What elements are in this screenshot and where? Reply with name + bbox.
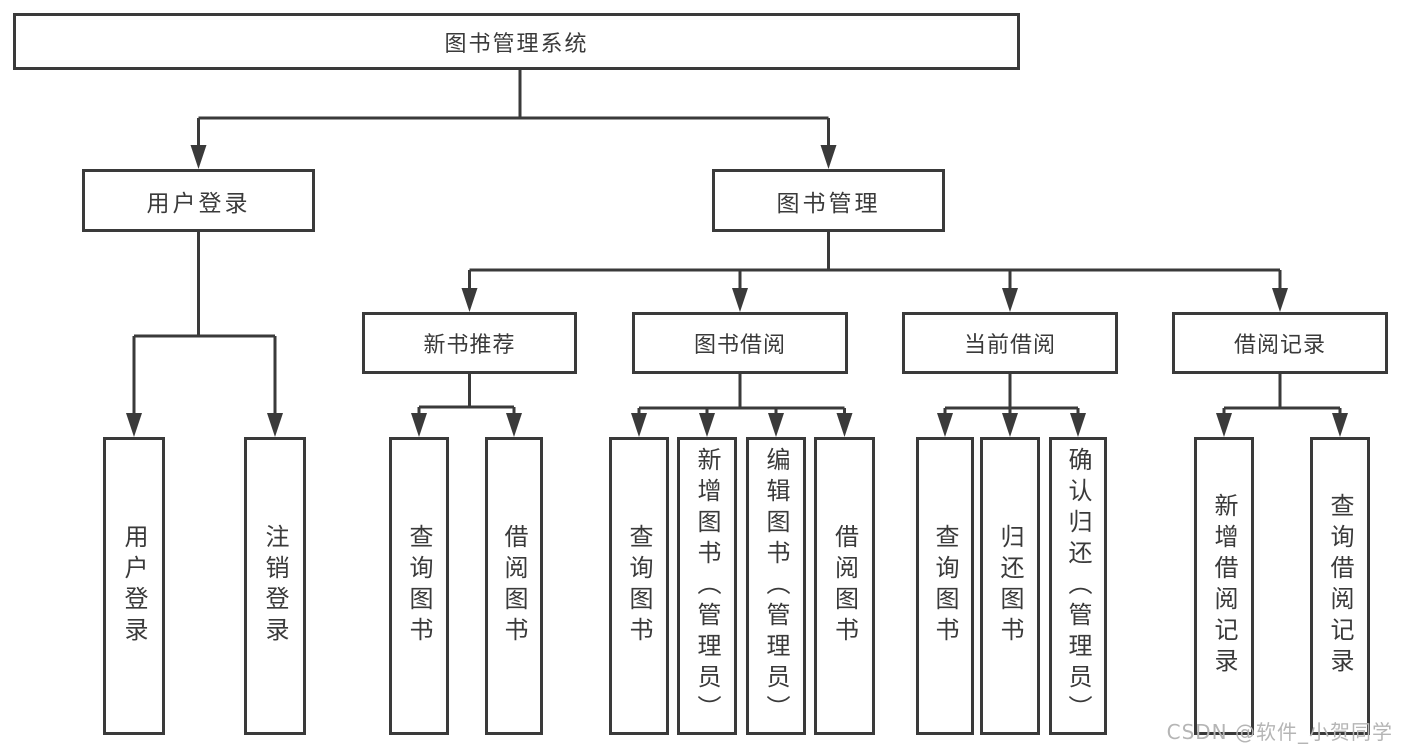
node-l4-query-books-recommend: 查询图书 xyxy=(389,437,449,735)
arrowhead xyxy=(1332,413,1348,437)
node-l4-add-books-admin: 新增图书（管理员） xyxy=(677,437,737,735)
node-l4-add-borrow-record: 新增借阅记录 xyxy=(1194,437,1254,735)
connector-user-login-to-children xyxy=(126,232,283,437)
arrowhead xyxy=(768,413,784,437)
arrowhead xyxy=(506,413,522,437)
node-l4-logout: 注销登录 xyxy=(244,437,306,735)
arrowhead xyxy=(699,413,715,437)
connector-current-borrow-to-children xyxy=(937,374,1086,437)
arrowhead xyxy=(1216,413,1232,437)
arrowhead xyxy=(1002,413,1018,437)
node-root-system: 图书管理系统 xyxy=(13,13,1020,70)
arrowhead xyxy=(820,145,837,169)
connector-borrow-records-to-children xyxy=(1216,374,1348,437)
arrowhead xyxy=(461,288,478,312)
arrowhead xyxy=(1272,288,1288,312)
connector-book-borrow-to-children xyxy=(631,374,853,437)
arrowhead xyxy=(732,288,748,312)
node-l2-user-login: 用户登录 xyxy=(82,169,315,232)
csdn-watermark: CSDN @软件_小贺同学 xyxy=(1166,720,1393,744)
arrowhead xyxy=(836,413,853,437)
node-l4-query-borrow-record: 查询借阅记录 xyxy=(1310,437,1370,735)
node-l2-book-management: 图书管理 xyxy=(712,169,945,232)
arrowhead xyxy=(1002,288,1018,312)
node-l4-confirm-return-admin: 确认归还（管理员） xyxy=(1049,437,1107,735)
node-l3-book-borrow: 图书借阅 xyxy=(632,312,848,374)
arrowhead xyxy=(937,413,953,437)
node-l3-current-borrow: 当前借阅 xyxy=(902,312,1118,374)
arrowhead xyxy=(126,413,142,437)
connector-new-book-recommend-to-children xyxy=(411,374,522,437)
node-l4-borrow-books-recommend: 借阅图书 xyxy=(485,437,543,735)
node-l4-borrow-books: 借阅图书 xyxy=(814,437,875,735)
node-l4-query-books-current: 查询图书 xyxy=(916,437,974,735)
node-l4-user-login: 用户登录 xyxy=(103,437,165,735)
arrowhead xyxy=(631,413,647,437)
connector-root-to-level2 xyxy=(190,70,837,169)
node-l4-return-books: 归还图书 xyxy=(980,437,1040,735)
node-l3-new-book-recommend: 新书推荐 xyxy=(362,312,577,374)
arrowhead xyxy=(411,413,427,437)
node-l3-borrow-records: 借阅记录 xyxy=(1172,312,1388,374)
arrowhead xyxy=(190,145,207,169)
arrowhead xyxy=(1070,413,1086,437)
node-l4-edit-books-admin: 编辑图书（管理员） xyxy=(746,437,806,735)
node-l4-query-books-borrow: 查询图书 xyxy=(609,437,669,735)
connector-book-management-to-level3 xyxy=(461,232,1288,312)
arrowhead xyxy=(267,413,283,437)
